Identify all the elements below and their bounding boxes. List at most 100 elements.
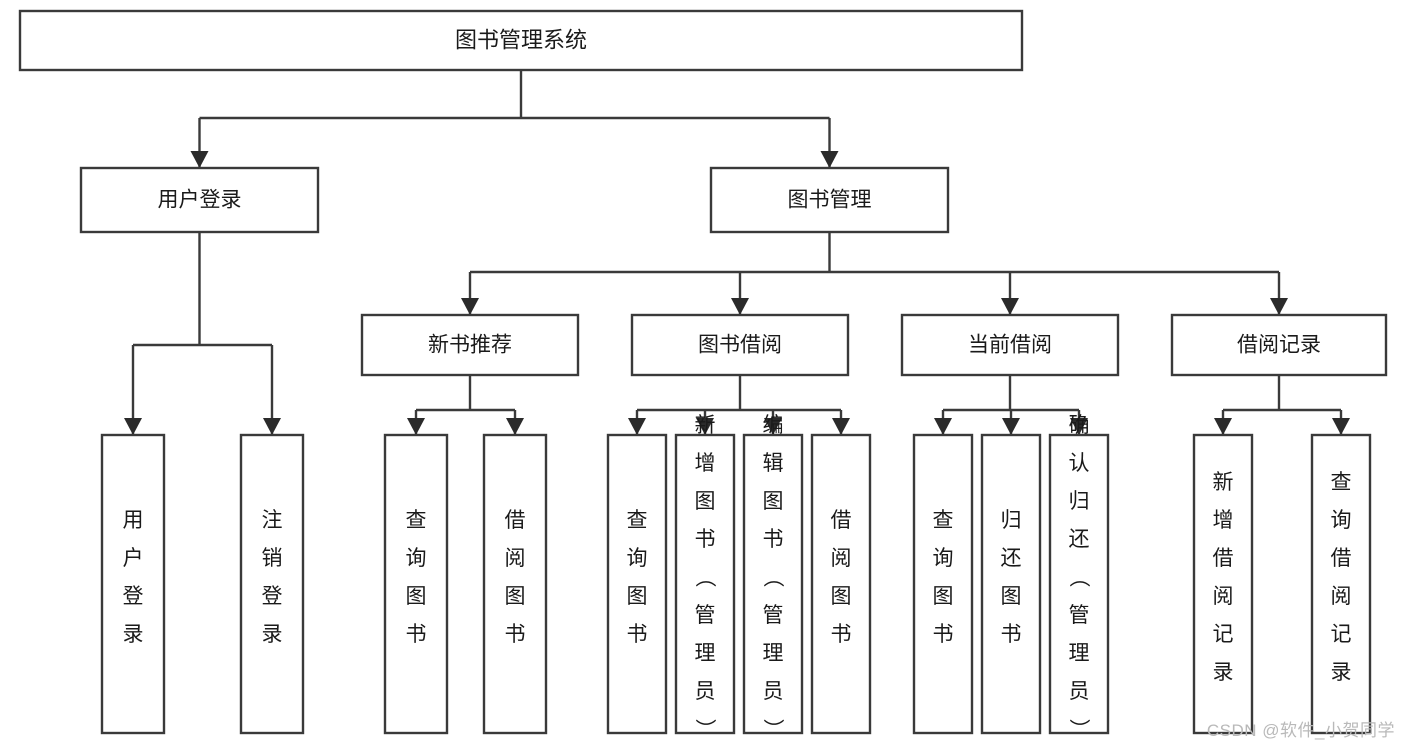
node-leaf-5-新增图书管理员-char: 增 <box>695 452 716 475</box>
node-leaf-2-查询图书-rect <box>383 433 449 735</box>
arrow-head-icon <box>1001 298 1019 315</box>
node-leaf-8-查询图书-char: 询 <box>933 547 954 570</box>
node-leaf-0-用户登录-rect <box>100 433 166 735</box>
node-level3-新书推荐[interactable]: 新书推荐 <box>360 313 580 377</box>
arrow-head-icon <box>1002 418 1020 435</box>
node-leaf-10-确认归还管理员-char: 员 <box>1069 680 1090 703</box>
node-level3-当前借阅-label: 当前借阅 <box>968 334 1052 357</box>
node-leaf-10-确认归还管理员-char: 管 <box>1069 604 1090 627</box>
node-leaf-6-编辑图书管理员-char: 辑 <box>763 452 784 475</box>
node-leaf-6-编辑图书管理员-char: 管 <box>763 604 784 627</box>
node-leaf-12-查询借阅记录-char: 询 <box>1331 509 1352 532</box>
node-leaf-2-查询图书-char: 查 <box>406 509 427 532</box>
node-leaf-1-注销登录-rect <box>239 433 305 735</box>
node-leaf-1-注销登录-char: 注 <box>262 509 283 532</box>
node-level2-图书管理-label: 图书管理 <box>788 189 872 212</box>
node-leaf-8-查询图书-rect <box>912 433 974 735</box>
node-leaf-5-新增图书管理员-rect <box>674 433 736 735</box>
arrow-head-icon <box>1070 418 1088 435</box>
arrow-head-icon <box>461 298 479 315</box>
arrow-head-icon <box>764 418 782 435</box>
node-leaf-0-用户登录-char: 登 <box>123 585 144 608</box>
node-level3-新书推荐-rect <box>360 313 580 377</box>
node-leaf-5-新增图书管理员-char: 管 <box>695 604 716 627</box>
node-leaf-9-归还图书-char: 书 <box>1001 623 1022 646</box>
node-level2-图书管理-rect <box>709 166 950 234</box>
node-leaf-3-借阅图书-rect <box>482 433 548 735</box>
node-level2-用户登录[interactable]: 用户登录 <box>79 166 320 234</box>
node-level3-图书借阅-rect <box>630 313 850 377</box>
node-leaf-3-借阅图书-char: 阅 <box>505 547 526 570</box>
node-leaf-10-确认归还管理员-char: ） <box>1067 719 1090 740</box>
node-leaf-11-新增借阅记录-rect <box>1192 433 1254 735</box>
arrow-head-icon <box>1270 298 1288 315</box>
node-leaf-6-编辑图书管理员-char: （ <box>761 567 784 588</box>
node-leaf-8-查询图书-char: 查 <box>933 509 954 532</box>
arrow-head-icon <box>263 418 281 435</box>
node-leaf-11-新增借阅记录-char: 新 <box>1213 471 1234 494</box>
node-level3-当前借阅-rect <box>900 313 1120 377</box>
node-leaf-12-查询借阅记录-char: 记 <box>1331 623 1352 646</box>
node-leaf-5-新增图书管理员-char: （ <box>693 567 716 588</box>
node-root-图书管理系统-label: 图书管理系统 <box>455 27 587 52</box>
node-leaf-11-新增借阅记录-char: 借 <box>1213 547 1234 570</box>
node-leaf-4-查询图书-char: 询 <box>627 547 648 570</box>
node-leaf-4-查询图书-char: 查 <box>627 509 648 532</box>
node-leaf-12-查询借阅记录-rect <box>1310 433 1372 735</box>
node-leaf-1-注销登录-char: 录 <box>262 623 283 646</box>
arrow-head-icon <box>1214 418 1232 435</box>
arrow-head-icon <box>696 418 714 435</box>
watermark-text: CSDN @软件_小贺同学 <box>1206 721 1395 740</box>
node-root-图书管理系统[interactable]: 图书管理系统 <box>18 9 1024 72</box>
node-leaf-4-查询图书-char: 书 <box>627 623 648 646</box>
node-leaf-5-新增图书管理员-char: ） <box>693 719 716 740</box>
node-level3-图书借阅[interactable]: 图书借阅 <box>630 313 850 377</box>
node-leaf-7-借阅图书-char: 阅 <box>831 547 852 570</box>
arrow-head-icon <box>124 418 142 435</box>
arrow-head-icon <box>820 151 839 168</box>
node-level3-借阅记录[interactable]: 借阅记录 <box>1170 313 1388 377</box>
node-leaf-5-新增图书管理员-char: 书 <box>695 528 716 551</box>
node-leaf-10-确认归还管理员-char: 归 <box>1069 490 1090 513</box>
node-leaf-11-新增借阅记录-char: 阅 <box>1213 585 1234 608</box>
node-leaf-11-新增借阅记录-char: 增 <box>1213 509 1234 532</box>
arrow-head-icon <box>832 418 850 435</box>
node-leaf-6-编辑图书管理员-char: 图 <box>763 490 784 513</box>
node-leaf-0-用户登录-char: 用 <box>123 509 144 532</box>
node-leaf-6-编辑图书管理员-char: 理 <box>763 642 784 665</box>
node-leaf-6-编辑图书管理员-char: ） <box>761 719 784 740</box>
node-leaf-8-查询图书-char: 书 <box>933 623 954 646</box>
node-leaf-6-编辑图书管理员-rect <box>742 433 804 735</box>
node-level3-借阅记录-label: 借阅记录 <box>1237 334 1321 357</box>
node-leaf-2-查询图书-char: 图 <box>406 585 427 608</box>
arrow-head-icon <box>190 151 209 168</box>
node-level2-图书管理[interactable]: 图书管理 <box>709 166 950 234</box>
node-leaf-5-新增图书管理员-char: 员 <box>695 680 716 703</box>
node-leaf-5-新增图书管理员-char: 理 <box>695 642 716 665</box>
node-leaf-4-查询图书-char: 图 <box>627 585 648 608</box>
node-level3-新书推荐-label: 新书推荐 <box>428 334 512 357</box>
node-leaf-0-用户登录[interactable]: 用户登录 <box>100 433 166 735</box>
node-leaf-5-新增图书管理员-char: 新 <box>695 414 716 437</box>
node-leaf-9-归还图书-rect <box>980 433 1042 735</box>
node-level3-当前借阅[interactable]: 当前借阅 <box>900 313 1120 377</box>
node-level2-用户登录-label: 用户登录 <box>158 189 242 212</box>
node-leaf-9-归还图书-char: 归 <box>1001 509 1022 532</box>
node-leaf-2-查询图书-char: 书 <box>406 623 427 646</box>
node-leaf-10-确认归还管理员-char: 理 <box>1069 642 1090 665</box>
node-leaf-10-确认归还管理员-char: 确 <box>1069 414 1090 437</box>
node-leaf-6-编辑图书管理员-char: 书 <box>763 528 784 551</box>
